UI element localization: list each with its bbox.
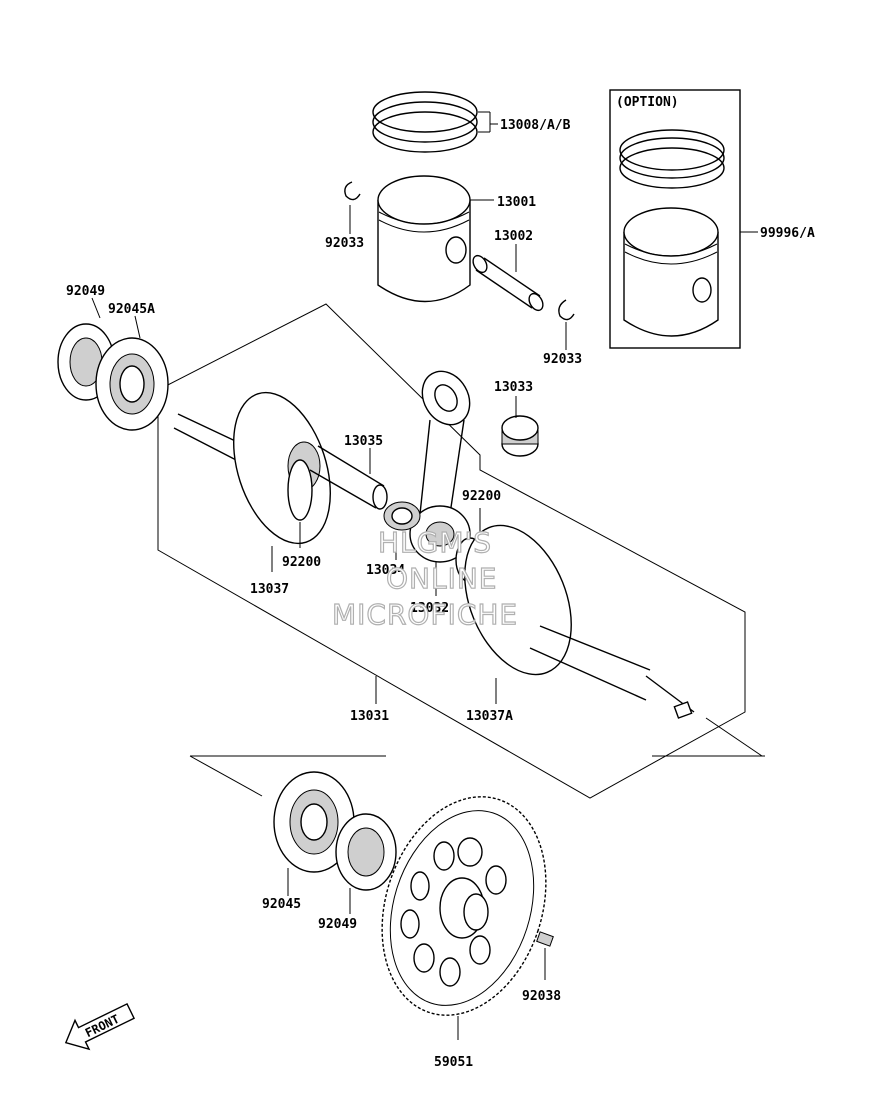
crankshaft-assembly-frame xyxy=(157,303,746,799)
label-13031: 13031 xyxy=(350,709,389,724)
crankpin xyxy=(309,445,388,510)
label-13032: 13032 xyxy=(410,601,449,616)
right-oil-seal xyxy=(335,813,397,914)
circlip-lower xyxy=(558,299,575,350)
left-ball-bearing xyxy=(95,315,169,431)
lower-guide-line-b xyxy=(189,755,263,797)
label-99996: 99996/A xyxy=(760,226,815,241)
label-13037: 13037 xyxy=(250,582,289,597)
label-92200-right: 92200 xyxy=(462,489,501,504)
label-13001: 13001 xyxy=(497,195,536,210)
label-92200-left: 92200 xyxy=(282,555,321,570)
piston-rings xyxy=(372,91,498,153)
label-13037a: 13037A xyxy=(466,709,513,724)
front-arrow: FRONT xyxy=(64,1002,136,1051)
connecting-rod xyxy=(409,370,471,596)
label-92049-upper: 92049 xyxy=(66,284,105,299)
part-labels: 13008/A/B 13001 92033 13002 92033 99996/… xyxy=(66,118,815,1070)
label-13008: 13008/A/B xyxy=(500,118,571,133)
primary-gear xyxy=(381,796,547,1040)
right-crankshaft-half xyxy=(464,524,695,719)
option-box: (OPTION) xyxy=(609,89,758,349)
label-92045a: 92045A xyxy=(108,302,155,317)
watermark: HLGM'S ONLINE MICROFICHE xyxy=(331,525,518,631)
label-59051: 59051 xyxy=(434,1055,473,1070)
small-end-needle-bearing xyxy=(501,396,539,457)
label-92033-upper: 92033 xyxy=(325,236,364,251)
label-92049-lower: 92049 xyxy=(318,917,357,932)
label-13035: 13035 xyxy=(344,434,383,449)
piston-pin xyxy=(472,244,544,312)
watermark-line-3: MICROFICHE xyxy=(332,598,518,631)
label-92033-lower: 92033 xyxy=(543,352,582,367)
label-13002: 13002 xyxy=(494,229,533,244)
thrust-washer-left xyxy=(287,459,313,548)
label-13033: 13033 xyxy=(494,380,533,395)
big-end-needle-bearing xyxy=(383,501,421,560)
option-label: (OPTION) xyxy=(616,95,679,110)
label-13034: 13034 xyxy=(366,563,405,578)
crankshaft-extension-line xyxy=(705,717,763,757)
piston xyxy=(377,175,494,303)
woodruff-key xyxy=(536,931,554,980)
label-92045: 92045 xyxy=(262,897,301,912)
watermark-line-1: HLGM'S xyxy=(378,526,492,559)
watermark-line-2: ONLINE xyxy=(386,562,497,595)
circlip-upper xyxy=(344,181,361,234)
right-ball-bearing xyxy=(273,771,355,896)
label-92038: 92038 xyxy=(522,989,561,1004)
